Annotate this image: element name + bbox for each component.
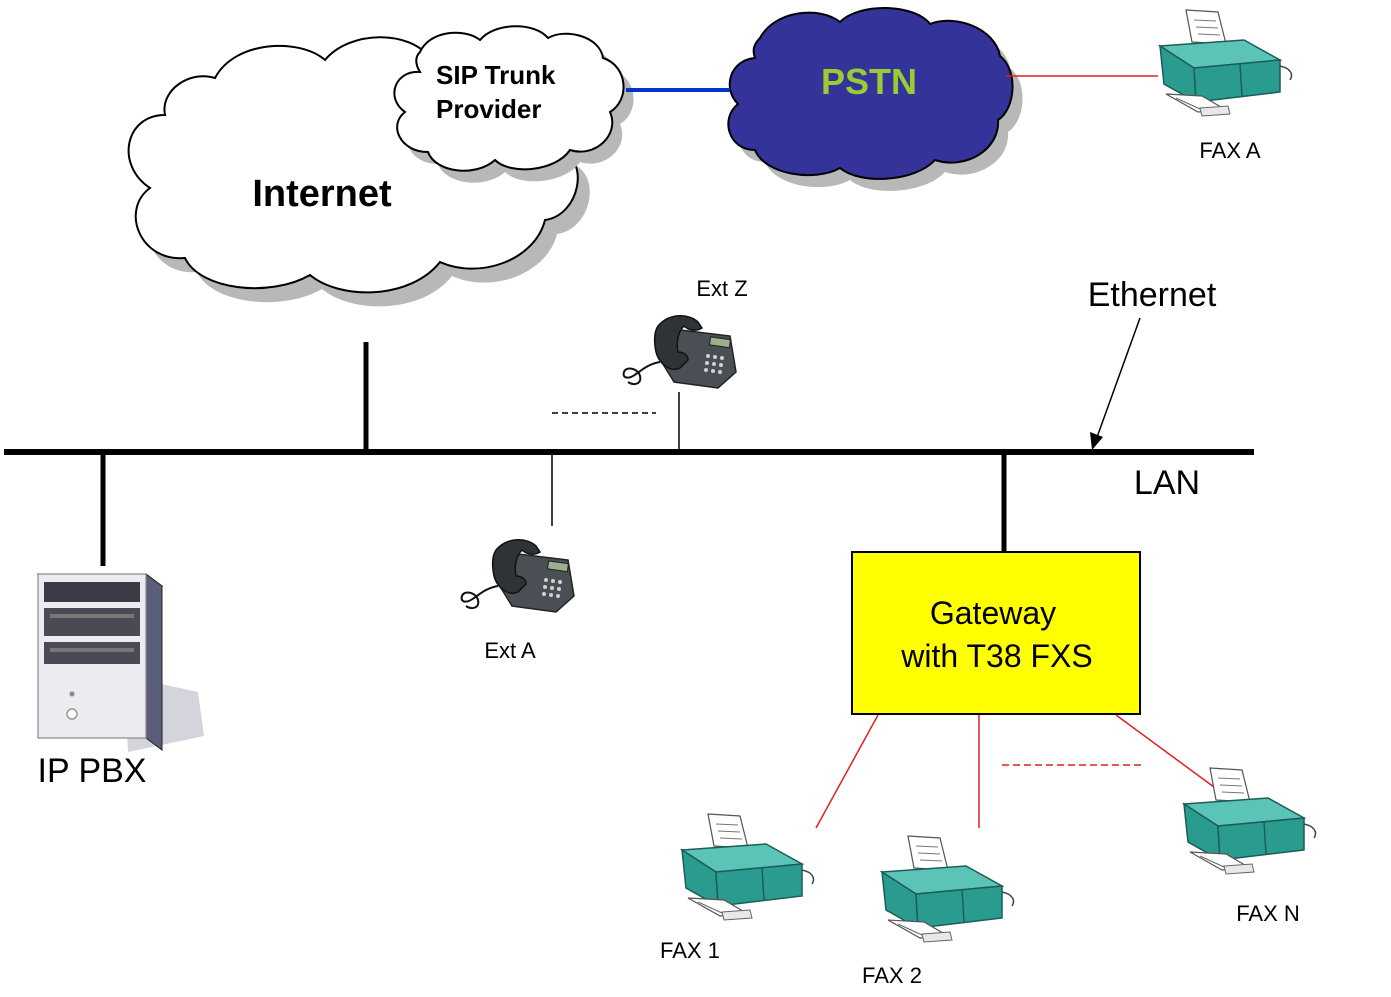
fax-n-label: FAX N xyxy=(1236,901,1300,926)
lan-label: LAN xyxy=(1134,464,1200,502)
ip-pbx-label: IP PBX xyxy=(38,752,147,790)
fax-a-icon xyxy=(1159,9,1293,117)
sip-trunk-cloud xyxy=(393,25,625,172)
ethernet-label: Ethernet xyxy=(1088,276,1217,314)
gateway-faxn-link xyxy=(1115,714,1219,791)
internet-label: Internet xyxy=(252,173,392,215)
ethernet-arrow-head xyxy=(1090,432,1103,450)
ext-z-label: Ext Z xyxy=(696,276,747,301)
fax-1-label: FAX 1 xyxy=(660,938,720,963)
sip-trunk-label-line1: SIP Trunk xyxy=(436,60,556,90)
fax-n-icon xyxy=(1183,767,1317,875)
ext-z-phone-icon xyxy=(622,314,737,389)
gateway-fax1-link xyxy=(815,714,879,829)
ext-a-phone-icon xyxy=(460,538,575,613)
sip-trunk-label-line2: Provider xyxy=(436,94,542,124)
pstn-label: PSTN xyxy=(821,61,917,102)
gateway-label-line1: Gateway xyxy=(930,595,1056,631)
pstn-cloud xyxy=(727,6,1014,180)
server-tower-icon xyxy=(37,573,205,753)
gateway-label-line2: with T38 FXS xyxy=(900,638,1092,674)
ext-a-label: Ext A xyxy=(484,638,536,663)
fax-2-label: FAX 2 xyxy=(862,963,922,988)
ethernet-arrow xyxy=(1095,317,1141,441)
gateway-box xyxy=(851,551,1141,715)
fax-2-icon xyxy=(881,835,1015,943)
fax-1-icon xyxy=(681,813,815,921)
fax-a-label: FAX A xyxy=(1199,138,1260,163)
